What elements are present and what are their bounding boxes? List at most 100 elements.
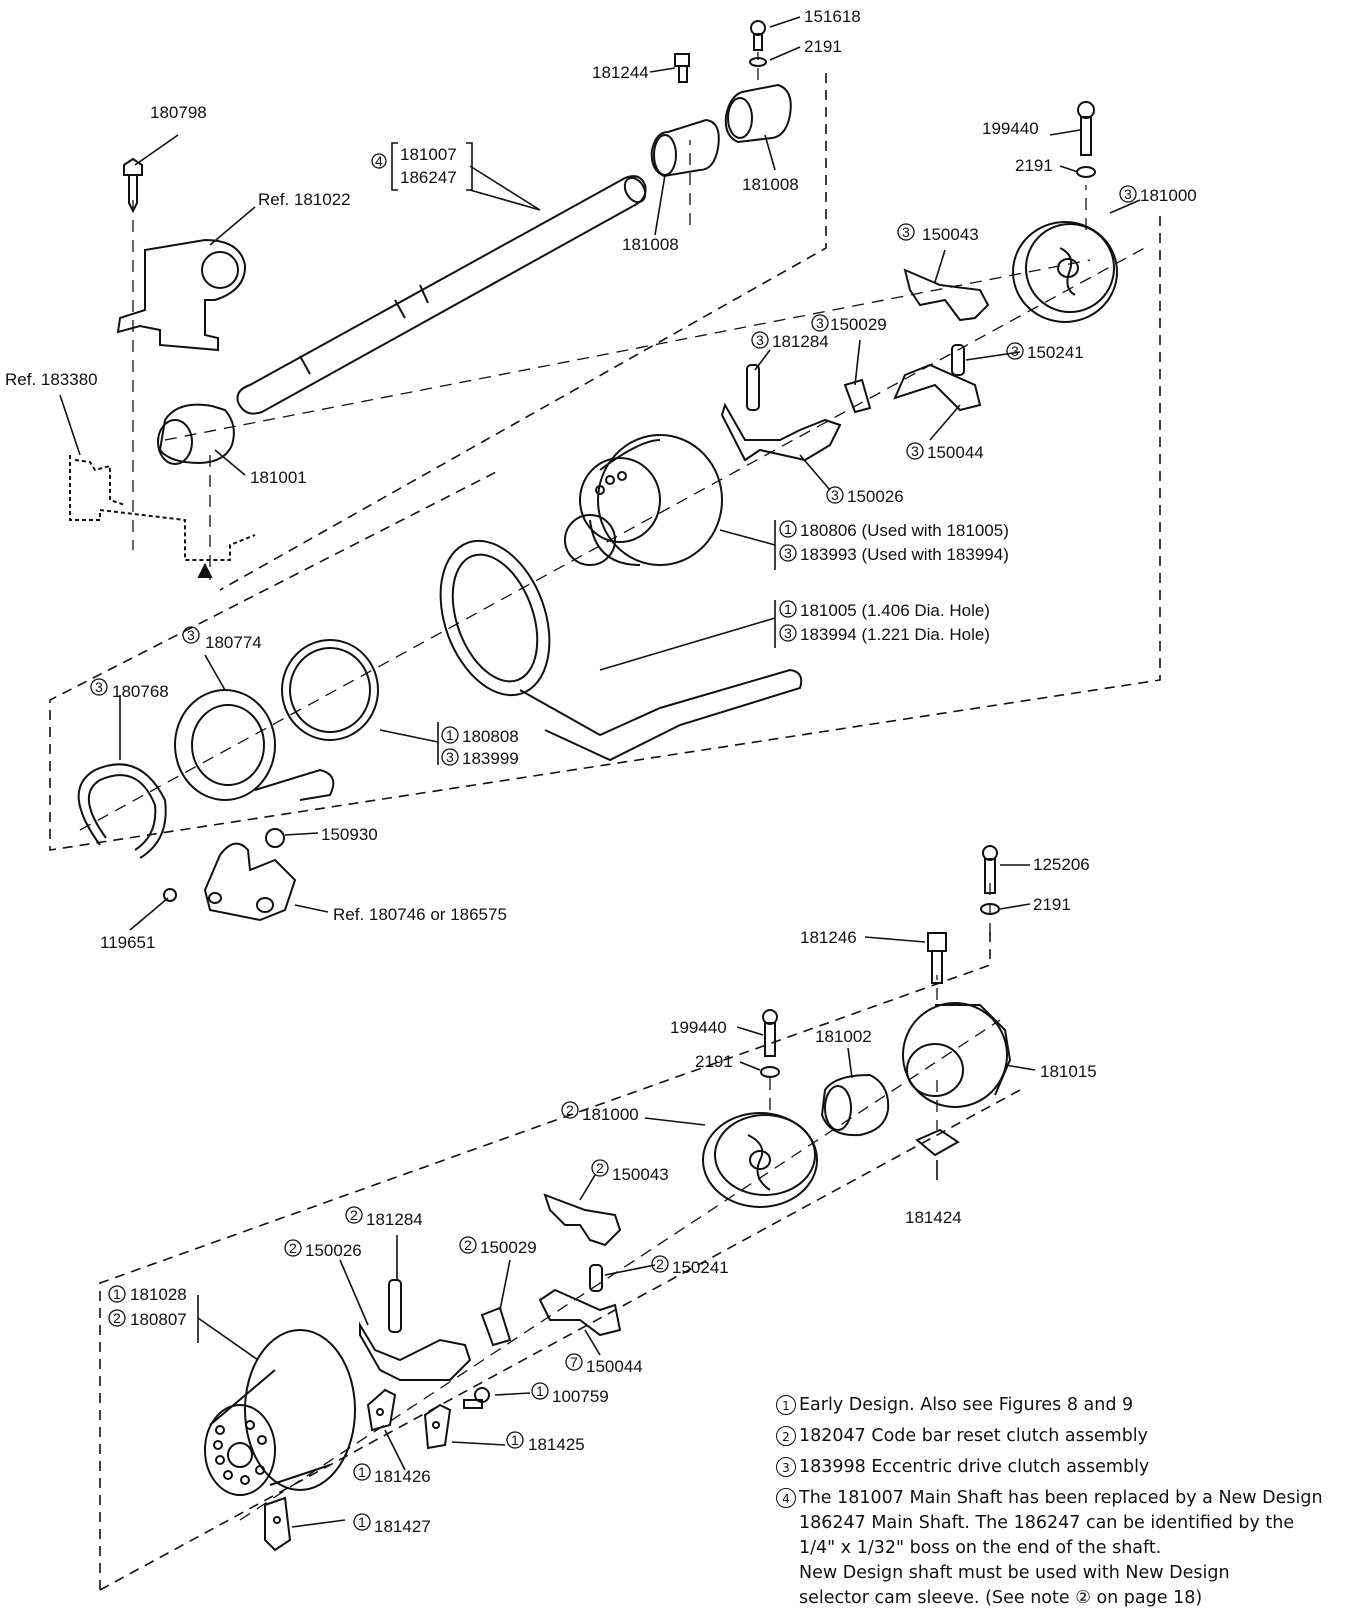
note-4: 4 The 181007 Main Shaft has been replace… [776,1486,1341,1611]
bracket-181022 [116,238,247,352]
svg-text:3: 3 [187,627,195,643]
screw-181246 [927,932,947,984]
svg-text:3: 3 [756,332,764,348]
label-181008-a: 181008 [622,235,679,254]
note-text: 182047 Code bar reset clutch assembly [799,1426,1149,1446]
svg-text:3: 3 [902,224,910,240]
clutch-drum-180806 [564,434,723,566]
callout-markers: 4 3 3 3 3 3 3 3 1 3 1 3 3 3 1 3 2 2 2 2 … [90,153,1137,1531]
callout-2: 2 [284,1239,302,1257]
label-181424: 181424 [905,1208,962,1227]
gear-181015 [902,1002,1012,1108]
note-number: 2 [776,1426,796,1446]
label-2191-low2: 2191 [695,1052,733,1071]
callout-2: 2 [108,1309,126,1327]
label-181028: 181028 [130,1285,187,1304]
latch-150043-top [903,268,990,322]
callout-2: 2 [459,1236,477,1254]
label-ref-181022: Ref. 181022 [258,190,351,209]
label-150043-low: 150043 [612,1165,669,1184]
svg-text:2: 2 [464,1237,472,1253]
notes-legend: 1 Early Design. Also see Figures 8 and 9… [776,1393,1341,1617]
screw-180798 [123,157,143,214]
sleeve-181002 [820,1073,890,1137]
screw-151618 [750,20,766,51]
label-181000-top: 181000 [1140,186,1197,205]
callout-3: 3 [826,486,844,504]
ring-180808 [281,639,379,741]
collar-181008-b [724,83,792,144]
washer-2191-low2 [760,1066,780,1078]
label-150029-low: 150029 [480,1238,537,1257]
callout-1: 1 [506,1431,524,1449]
label-180807: 180807 [130,1310,187,1329]
callout-4: 4 [371,153,387,169]
callout-1: 1 [531,1382,549,1400]
label-199440-low: 199440 [670,1018,727,1037]
bail-181005 [439,539,803,762]
pawl-150026-low [359,1321,472,1381]
spring-150241-top [951,344,965,376]
plate-181425 [423,1403,452,1450]
label-181426: 181426 [374,1467,431,1486]
label-150930: 150930 [321,825,378,844]
detent-150029-top [843,378,872,414]
spring-181284-top [746,364,760,411]
label-181284-low: 181284 [366,1210,423,1229]
svg-text:3: 3 [784,545,792,561]
label-181284-top: 181284 [772,332,829,351]
latch-150043-low [543,1193,622,1247]
callout-3: 3 [1006,342,1024,360]
label-181002: 181002 [815,1027,872,1046]
callout-1: 1 [779,600,797,618]
label-2191-top: 2191 [804,37,842,56]
callout-3: 3 [182,626,200,644]
callout-2: 2 [345,1206,363,1224]
washer-2191-top [749,57,767,67]
label-150044-low: 150044 [586,1357,643,1376]
note-text: The 181007 Main Shaft has been replaced … [799,1488,1323,1608]
label-199440-top: 199440 [982,119,1039,138]
callout-1: 1 [353,1463,371,1481]
arrow-icon [197,562,213,578]
callout-1: 1 [353,1513,371,1531]
svg-text:1: 1 [511,1432,519,1448]
label-181015: 181015 [1040,1062,1097,1081]
upper-assembly-boundary [49,73,1161,1591]
label-125206: 125206 [1033,855,1090,874]
label-150029-top: 150029 [830,315,887,334]
svg-text:1: 1 [536,1383,544,1399]
svg-text:3: 3 [831,487,839,503]
label-150044-top: 150044 [927,443,984,462]
svg-text:2: 2 [656,1256,664,1272]
note-number: 3 [776,1457,796,1477]
svg-text:1: 1 [358,1464,366,1480]
part-labels: 151618 2191 181244 180798 Ref. 181022 18… [5,7,1197,1536]
callout-2: 2 [651,1255,669,1273]
label-brackets [391,142,473,191]
svg-text:4: 4 [375,153,383,169]
label-119651: 119651 [100,933,155,952]
plate-181427 [264,1496,292,1552]
note-2: 2 182047 Code bar reset clutch assembly [776,1424,1341,1449]
screw-199440-top [1077,101,1095,156]
detent-150029-low [480,1306,512,1347]
label-183999: 183999 [462,749,519,768]
callout-1: 1 [441,726,459,744]
label-2191-mid: 2191 [1015,156,1053,175]
callout-3: 3 [811,314,829,332]
callout-2: 2 [591,1159,609,1177]
svg-text:1: 1 [358,1514,366,1530]
callout-3: 3 [906,442,924,460]
callout-3: 3 [751,331,769,349]
label-2191-low: 2191 [1033,895,1071,914]
clutch-drum-181028 [204,1329,356,1496]
callout-3: 3 [779,624,797,642]
latch-150044-low [538,1288,622,1337]
label-ref-180746: Ref. 180746 or 186575 [333,905,507,924]
note-1: 1 Early Design. Also see Figures 8 and 9 [776,1393,1341,1418]
callout-7: 7 [565,1353,583,1371]
svg-text:3: 3 [446,749,454,765]
label-181000-low: 181000 [582,1105,639,1124]
screw-100759 [463,1387,490,1409]
